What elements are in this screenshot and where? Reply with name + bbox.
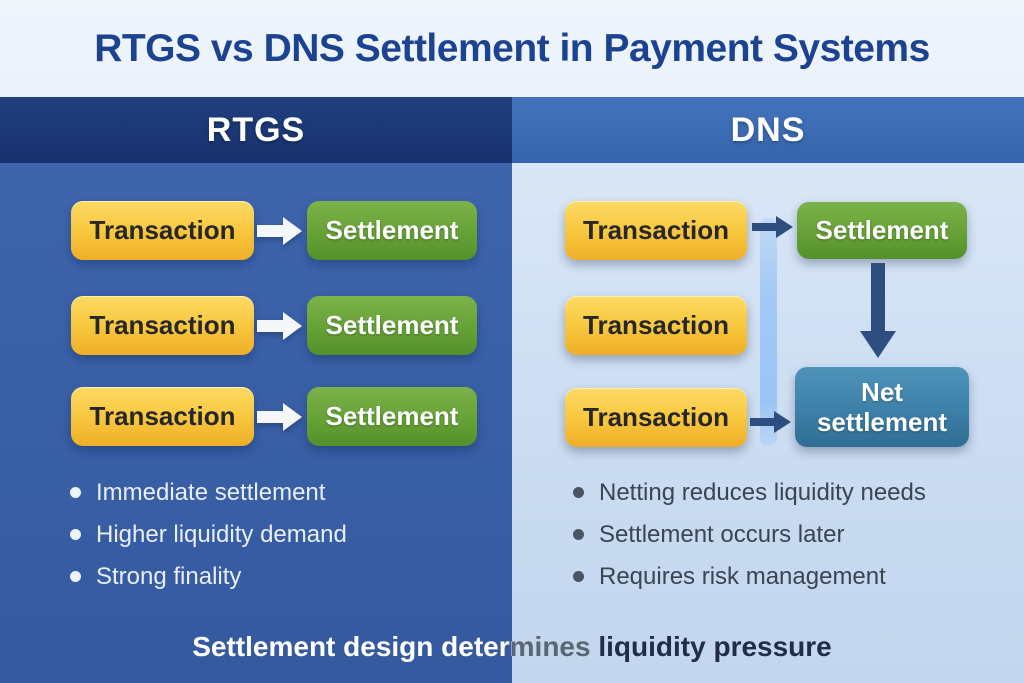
rtgs-bullet-list: Immediate settlement Higher liquidity de… [70,478,347,604]
bullet-text: Requires risk management [599,563,886,590]
rtgs-header-label: RTGS [206,110,306,149]
page-title: RTGS vs DNS Settlement in Payment System… [94,26,930,70]
bullet-dot-icon [70,529,81,540]
bullet-text: Netting reduces liquidity needs [599,479,926,506]
footer-caption-overlay: Settlement design determines liquidity p… [0,630,591,664]
dns-bullet-list: Netting reduces liquidity needs Settleme… [573,478,926,604]
transaction-box: Transaction [565,201,747,260]
queue-band [760,218,777,446]
bullet-text: Immediate settlement [96,479,326,506]
transaction-box: Transaction [565,296,747,355]
bullet-dot-icon [573,487,584,498]
bullet-dot-icon [573,529,584,540]
footer-caption: Settlement design determines liquidity p… [0,630,1024,664]
dns-header: DNS [512,97,1024,163]
bullet-item: Settlement occurs later [573,520,926,549]
footer-text-emphasis: liquidity pressure [598,631,832,662]
settlement-box: Settlement [307,296,477,355]
net-settlement-line1: Net [861,376,903,407]
transaction-box: Transaction [71,387,254,446]
rtgs-column: RTGS Transaction Settlement Transaction … [0,97,512,683]
footer-text: Settlement design determines [192,631,591,662]
bullet-item: Requires risk management [573,562,926,591]
rtgs-header: RTGS [0,97,512,163]
bullet-item: Higher liquidity demand [70,520,347,549]
bullet-item: Netting reduces liquidity needs [573,478,926,507]
bullet-text: Strong finality [96,563,242,590]
bullet-text: Higher liquidity demand [96,521,347,548]
bullet-item: Strong finality [70,562,347,591]
footer-text: Settlement design determines [192,631,591,662]
settlement-box: Settlement [307,201,477,260]
arrow-right-icon [257,402,303,432]
transaction-box: Transaction [71,201,254,260]
bullet-dot-icon [70,487,81,498]
arrow-right-icon [257,311,303,341]
dns-header-label: DNS [730,110,806,149]
settlement-box: Settlement [797,202,967,259]
bullet-item: Immediate settlement [70,478,347,507]
rtgs-flow-row: Transaction Settlement [71,201,477,260]
arrow-right-icon [752,214,794,240]
arrow-down-icon [859,263,897,359]
rtgs-flow-row: Transaction Settlement [71,387,477,446]
bullet-dot-icon [573,571,584,582]
rtgs-flow-row: Transaction Settlement [71,296,477,355]
net-settlement-box: Net settlement [795,367,969,447]
net-settlement-line2: settlement [816,407,948,437]
transaction-box: Transaction [71,296,254,355]
arrow-right-icon [750,409,792,435]
bullet-dot-icon [70,571,81,582]
transaction-box: Transaction [565,388,747,447]
arrow-right-icon [257,216,303,246]
settlement-box: Settlement [307,387,477,446]
title-band: RTGS vs DNS Settlement in Payment System… [0,0,1024,97]
dns-column: DNS Transaction Transaction Transaction … [512,97,1024,683]
bullet-text: Settlement occurs later [599,521,845,548]
